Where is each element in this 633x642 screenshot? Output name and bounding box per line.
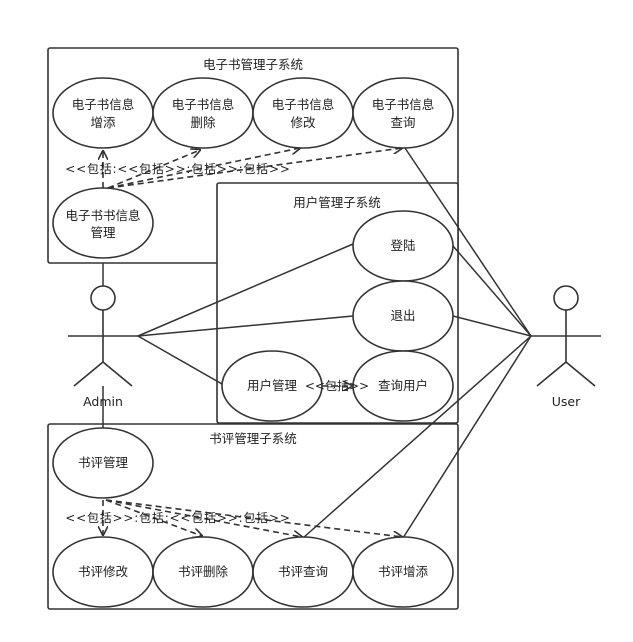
user-actor: User [531, 285, 601, 409]
svg-text:退出: 退出 [390, 308, 415, 323]
usecase-review-add: 书评增添 [352, 536, 454, 608]
include-label-ebook: <<包括:<<包括>>:包括>>:包括>> [65, 161, 290, 176]
include-label-user: <<包括>> [305, 378, 369, 393]
svg-text:电子书信息: 电子书信息 [172, 97, 235, 112]
usecase-review-query: 书评查询 [252, 536, 354, 608]
user-subsystem-title: 用户管理子系统 [293, 195, 381, 210]
usecase-review-delete: 书评删除 [152, 536, 254, 608]
svg-text:用户管理: 用户管理 [247, 378, 298, 393]
usecase-ebook-delete: 电子书信息 删除 [152, 77, 254, 149]
include-label-review: <<包括>>:包括:<<包括>>:包括>> [65, 510, 290, 525]
usecase-ebook-modify: 电子书信息 修改 [252, 77, 354, 149]
usecase-user-manage: 用户管理 [221, 350, 323, 422]
svg-text:查询用户: 查询用户 [378, 378, 428, 393]
admin-head [90, 285, 116, 311]
svg-text:书评删除: 书评删除 [178, 564, 229, 579]
assoc-user-review-query [302, 335, 532, 539]
usecase-review-manage: 书评管理 [52, 427, 154, 499]
usecase-ebook-add: 电子书信息 增添 [52, 77, 154, 149]
usecase-login: 登陆 [352, 210, 454, 282]
assoc-user-logout [452, 315, 532, 337]
svg-text:查询: 查询 [390, 115, 415, 130]
usecase-review-modify: 书评修改 [52, 536, 154, 608]
assoc-user-login [452, 245, 532, 337]
assoc-user-review-add [402, 335, 532, 539]
svg-text:删除: 删除 [190, 115, 216, 130]
svg-text:电子书信息: 电子书信息 [272, 97, 335, 112]
user-head [553, 285, 579, 311]
svg-text:修改: 修改 [290, 115, 316, 130]
usecase-query-user: 查询用户 [352, 350, 454, 422]
assoc-admin-logout [137, 315, 354, 337]
assoc-admin-login [137, 243, 354, 337]
svg-text:书评管理: 书评管理 [78, 455, 129, 470]
include-ebook-delete [107, 150, 200, 189]
usecase-ebook-manage: 电子书书信息 管理 [52, 187, 154, 259]
svg-text:电子书书信息: 电子书书信息 [65, 208, 140, 223]
svg-text:管理: 管理 [90, 225, 116, 240]
svg-text:书评增添: 书评增添 [378, 564, 429, 579]
include-review-query [105, 499, 302, 537]
ebook-subsystem-title: 电子书管理子系统 [203, 57, 303, 72]
usecase-logout: 退出 [352, 280, 454, 352]
svg-text:登陆: 登陆 [390, 238, 415, 253]
svg-text:增添: 增添 [90, 115, 116, 130]
assoc-admin-user-manage [137, 335, 223, 385]
assoc-user-ebook-query [402, 144, 532, 337]
svg-text:电子书信息: 电子书信息 [72, 97, 135, 112]
include-review-delete [105, 499, 202, 536]
usecase-ebook-query: 电子书信息 查询 [352, 77, 454, 149]
user-label: User [552, 394, 581, 409]
svg-text:书评修改: 书评修改 [78, 564, 129, 579]
review-subsystem-title: 书评管理子系统 [209, 431, 297, 446]
include-ebook-modify [107, 148, 300, 189]
svg-text:电子书信息: 电子书信息 [372, 97, 435, 112]
svg-text:书评查询: 书评查询 [278, 564, 328, 579]
